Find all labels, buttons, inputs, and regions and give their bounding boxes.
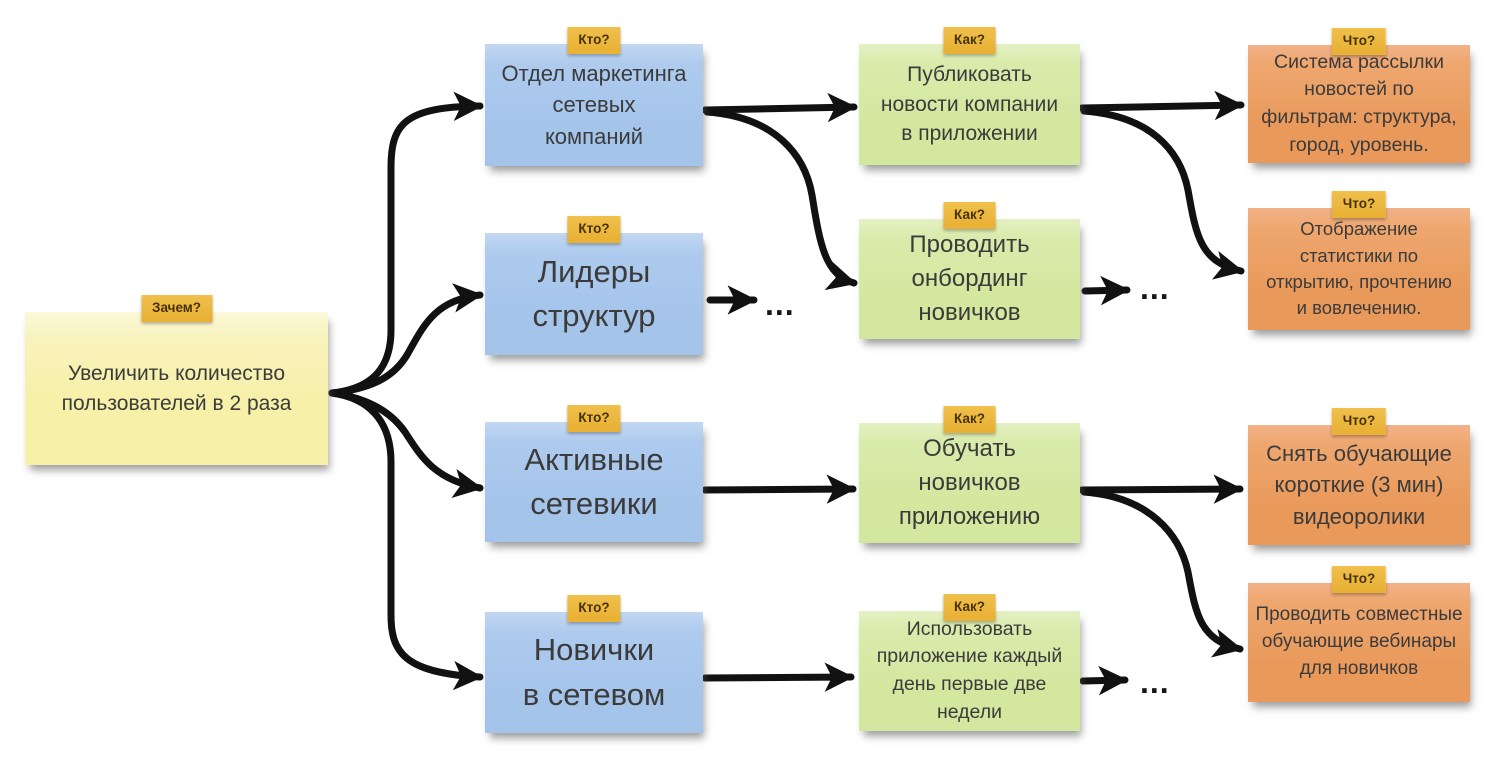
how-tag: Как? — [943, 27, 996, 54]
impact-note-news[interactable]: Как? Публиковать новости компании в прил… — [859, 27, 1080, 165]
what-tag: Что? — [1331, 408, 1387, 435]
arrow-goal-to-actor-3 — [328, 389, 484, 498]
deliverable-text: Отображение статистики по открытию, проч… — [1266, 218, 1452, 319]
arrow-impact3-to-deliverable4 — [1080, 488, 1244, 658]
arrow-impact2-to-ellipsis — [1081, 275, 1131, 306]
arrow-goal-to-actor-2 — [328, 283, 484, 397]
deliverable-note-stats[interactable]: Что? Отображение статистики по открытию,… — [1248, 191, 1470, 330]
what-tag: Что? — [1331, 28, 1387, 55]
what-tag: Что? — [1331, 566, 1387, 593]
impact-text: Использовать приложение каждый день перв… — [876, 617, 1063, 723]
actor-text: Отдел маркетинга сетевых компаний — [501, 61, 687, 149]
how-tag: Как? — [943, 406, 996, 433]
why-tag: Зачем? — [140, 295, 213, 322]
how-tag: Как? — [943, 202, 996, 229]
actor-text: Лидеры структур — [532, 253, 656, 333]
who-tag: Кто? — [567, 216, 621, 243]
ellipsis-after-impact-4: ... — [1140, 664, 1170, 700]
arrow-goal-to-actor-4 — [328, 389, 484, 691]
actor-note-marketing[interactable]: Кто? Отдел маркетинга сетевых компаний — [485, 27, 703, 166]
who-tag: Кто? — [567, 27, 621, 54]
deliverable-text: Снять обучающие короткие (3 мин) видеоро… — [1266, 441, 1452, 529]
impact-note-teaching[interactable]: Как? Обучать новичков приложению — [859, 406, 1080, 543]
impact-text: Публиковать новости компании в приложени… — [880, 62, 1059, 146]
arrow-actor3-to-impact3 — [701, 474, 857, 504]
goal-note[interactable]: Зачем? Увеличить количество пользователе… — [25, 295, 328, 465]
deliverable-note-videos[interactable]: Что? Снять обучающие короткие (3 мин) ви… — [1248, 408, 1470, 545]
what-tag: Что? — [1331, 191, 1387, 218]
deliverable-note-webinars[interactable]: Что? Проводить совместные обучающие веби… — [1248, 566, 1470, 702]
arrow-impact3-to-deliverable3 — [1078, 474, 1244, 504]
goal-text: Увеличить количество пользователей в 2 р… — [61, 361, 292, 415]
deliverable-text: Проводить совместные обучающие вебинары … — [1255, 604, 1463, 679]
arrow-actor4-to-impact4 — [701, 662, 855, 692]
deliverable-text: Система рассылки новостей по фильтрам: с… — [1261, 50, 1457, 156]
arrow-impact1-to-deliverable2 — [1080, 107, 1245, 280]
who-tag: Кто? — [567, 405, 621, 432]
who-tag: Кто? — [567, 595, 621, 622]
actor-note-leaders[interactable]: Кто? Лидеры структур — [485, 216, 703, 355]
deliverable-note-mailing[interactable]: Что? Система рассылки новостей по фильтр… — [1248, 28, 1470, 163]
impact-note-onboarding[interactable]: Как? Проводить онбординг новичков — [859, 202, 1080, 339]
ellipsis-after-actor-2: ... — [765, 286, 795, 322]
impact-text: Проводить онбординг новичков — [909, 230, 1030, 327]
arrow-actor1-to-impact2 — [703, 108, 858, 291]
actor-note-active[interactable]: Кто? Активные сетевики — [485, 405, 703, 542]
arrow-actor1-to-impact1 — [701, 92, 858, 123]
actor-text: Активные сетевики — [524, 441, 664, 521]
arrow-impact4-to-ellipsis — [1079, 665, 1129, 696]
arrow-impact1-to-deliverable1 — [1078, 90, 1245, 121]
actor-note-newcomers[interactable]: Кто? Новички в сетевом — [485, 595, 703, 733]
how-tag: Как? — [943, 594, 996, 621]
ellipsis-after-impact-2: ... — [1140, 270, 1170, 306]
impact-text: Обучать новичков приложению — [898, 434, 1041, 531]
impact-note-daily-use[interactable]: Как? Использовать приложение каждый день… — [859, 594, 1080, 731]
actor-text: Новички в сетевом — [522, 632, 666, 712]
